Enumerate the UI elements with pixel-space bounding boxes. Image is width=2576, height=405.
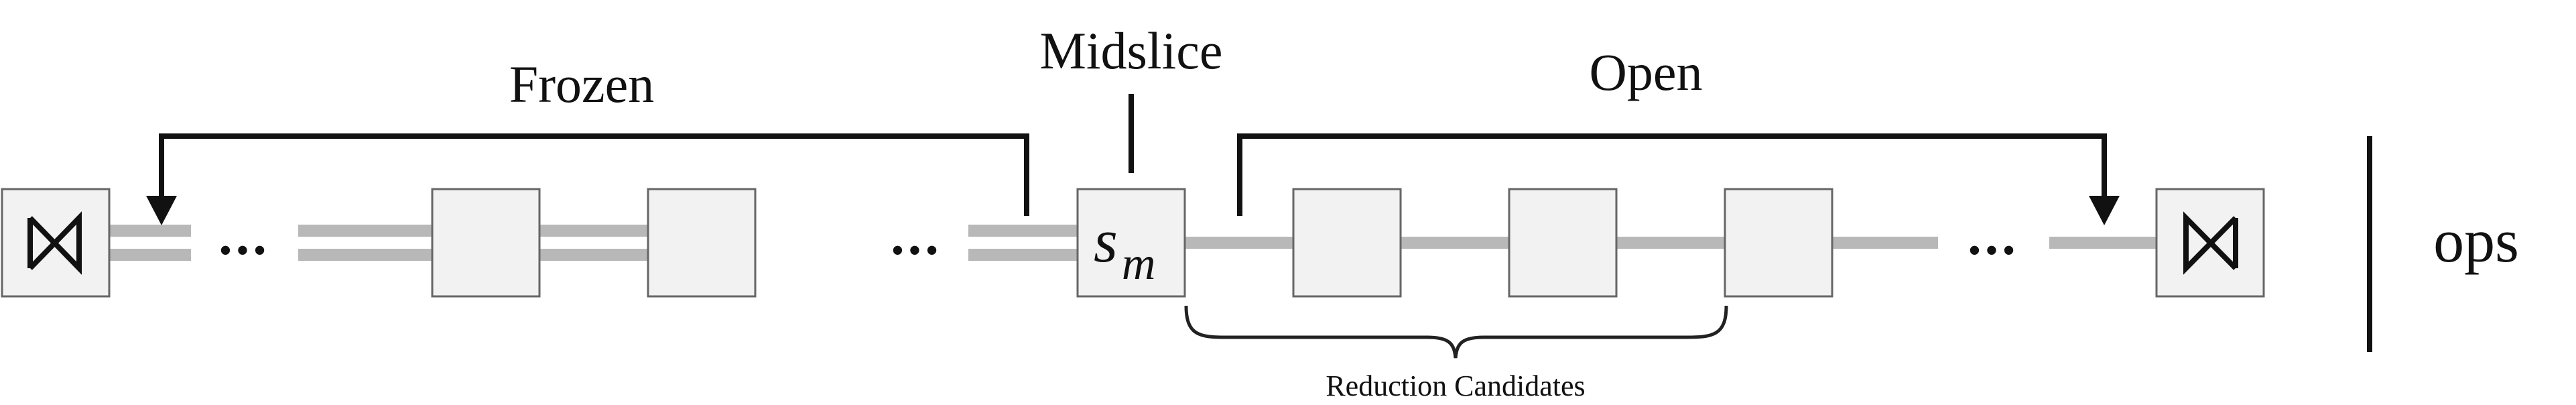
frozen-rail-1 xyxy=(109,225,191,237)
frozen-slice-box-1 xyxy=(431,188,541,298)
reduction-candidates-brace xyxy=(1184,305,1728,359)
open-rail-5 xyxy=(2049,237,2156,249)
frozen-arrow xyxy=(159,133,1029,216)
frozen-rail-1b xyxy=(109,249,191,261)
end-node xyxy=(2155,188,2265,298)
bowtie-left-icon xyxy=(27,211,82,275)
frozen-rail-3b xyxy=(539,249,648,261)
start-node xyxy=(1,188,111,298)
frozen-label: Frozen xyxy=(509,55,655,113)
open-rails xyxy=(1185,237,2156,249)
open-label: Open xyxy=(1590,43,1703,101)
open-arrowhead xyxy=(2089,196,2120,225)
open-slice-box-3 xyxy=(1724,188,1833,298)
frozen-rail-4b xyxy=(968,249,1078,261)
ops-label: ops xyxy=(2433,207,2519,275)
midslice-symbol: sm xyxy=(1094,207,1155,290)
open-arrow xyxy=(1237,133,2107,216)
open-slice-box-2 xyxy=(1508,188,1618,298)
frozen-arrowhead xyxy=(146,196,177,225)
frozen-rail-2 xyxy=(298,225,432,237)
open-rail-1 xyxy=(1185,237,1293,249)
ellipsis-frozen-right: ••• xyxy=(891,230,943,272)
midslice-symbol-subscript: m xyxy=(1122,238,1156,290)
ellipsis-open: ••• xyxy=(1968,230,2020,272)
frozen-rail-3 xyxy=(539,225,648,237)
open-rail-2 xyxy=(1401,237,1509,249)
reduction-candidates-label: Reduction Candidates xyxy=(1326,369,1585,402)
open-rail-3 xyxy=(1616,237,1725,249)
ellipsis-frozen-left: ••• xyxy=(219,230,271,272)
midslice-label: Midslice xyxy=(1040,21,1223,80)
midslice-node: sm xyxy=(1076,188,1186,298)
open-rail-4 xyxy=(1832,237,1938,249)
midslice-symbol-base: s xyxy=(1094,207,1118,275)
frozen-rail-4 xyxy=(968,225,1078,237)
bowtie-right-icon xyxy=(2183,211,2238,275)
open-slice-box-1 xyxy=(1292,188,1402,298)
frozen-rails xyxy=(109,225,1078,261)
frozen-rail-2b xyxy=(298,249,432,261)
frozen-slice-box-2 xyxy=(647,188,757,298)
